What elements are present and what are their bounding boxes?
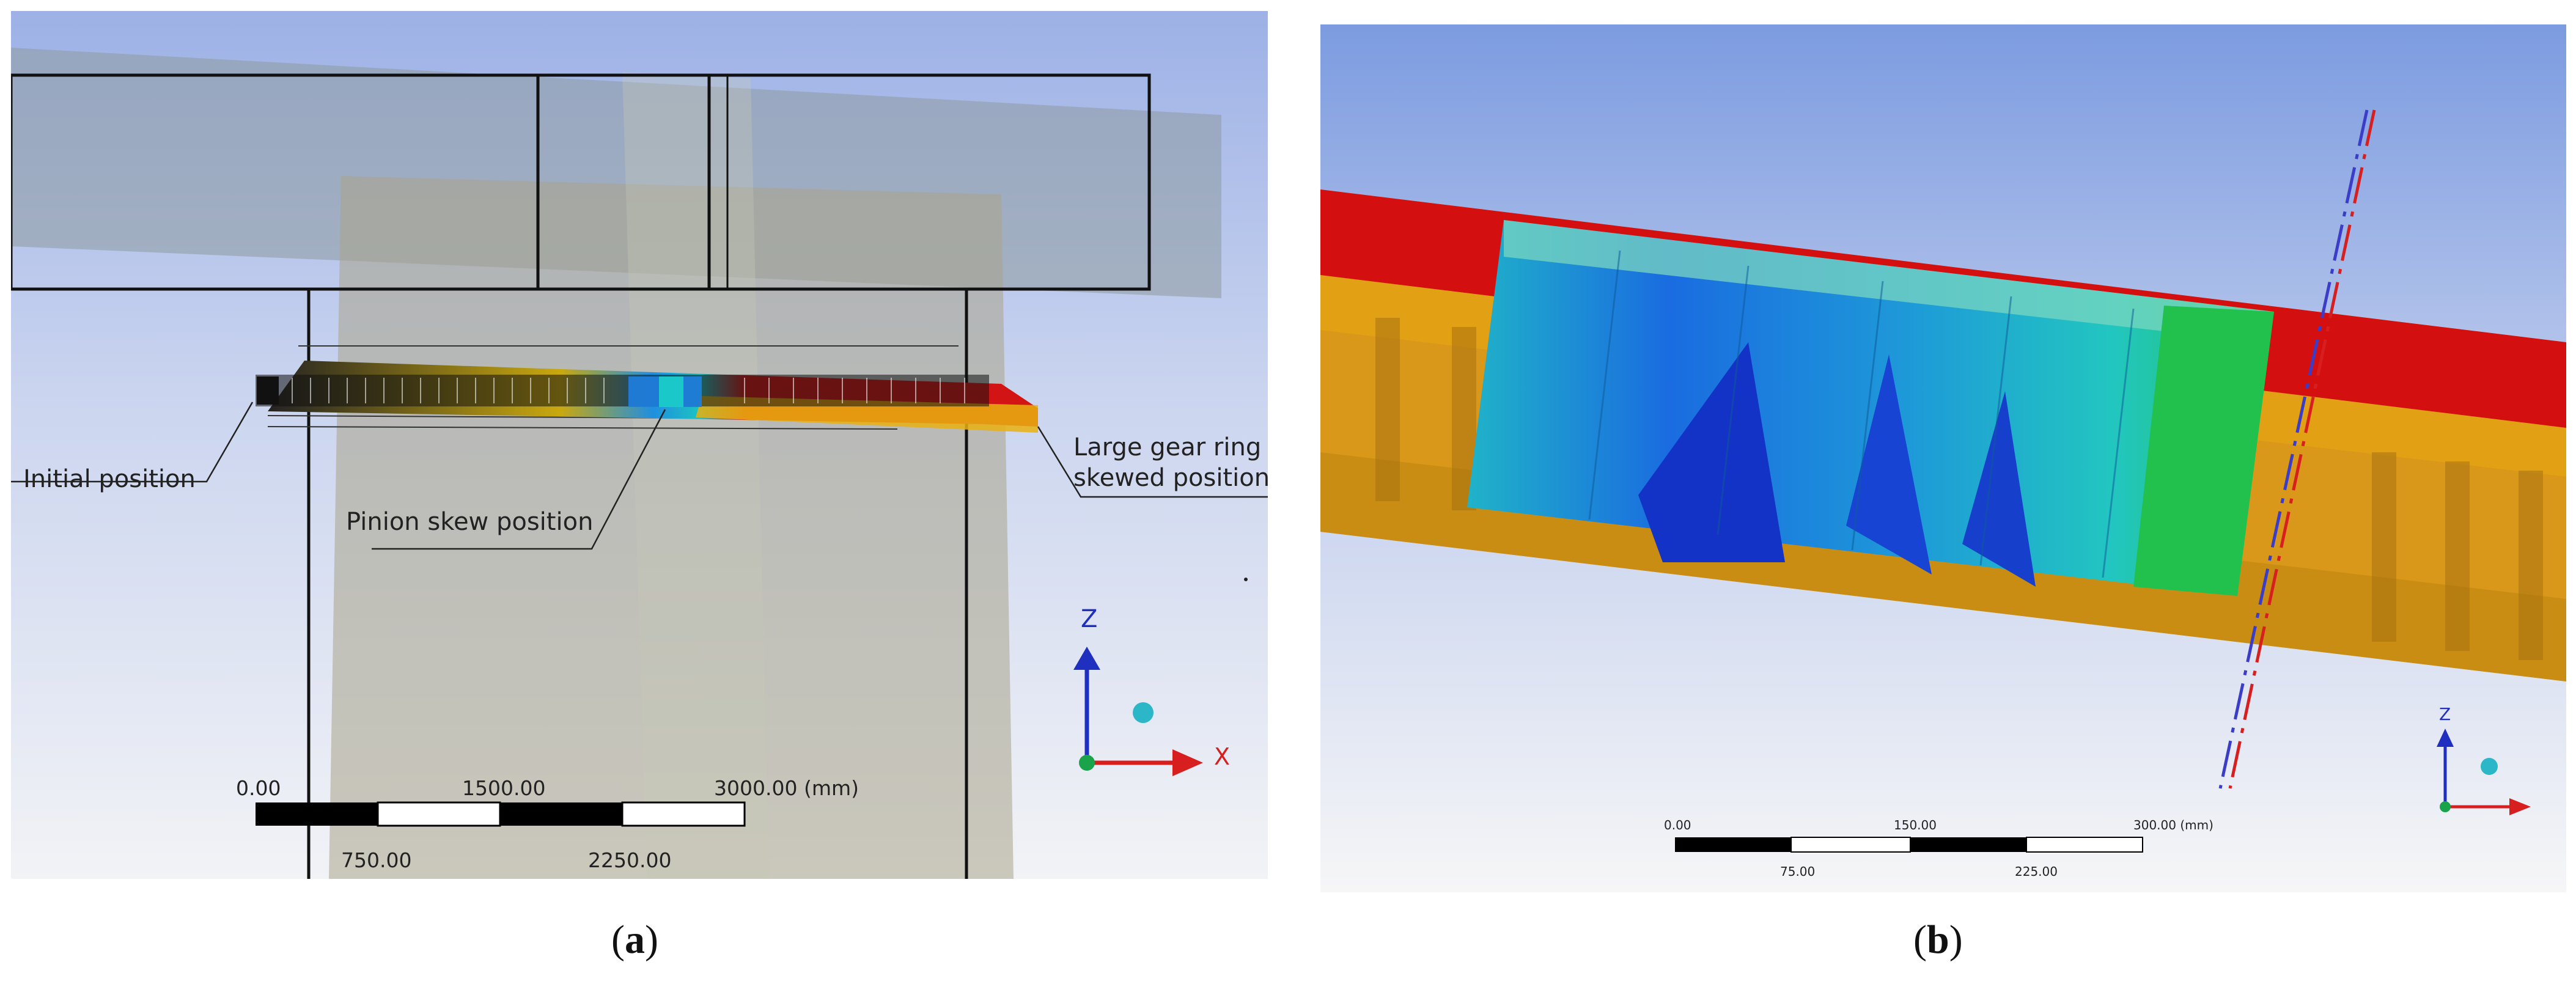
scale-label-225: 225.00: [2015, 864, 2058, 879]
scale-label-1500: 1500.00: [462, 776, 546, 800]
callout-leader-initial: [11, 402, 254, 483]
initial-beam-outline: [11, 73, 1151, 291]
scale-bar-b: [1675, 837, 2143, 853]
skewed-support: [329, 176, 1014, 879]
gear-ring-strip: [256, 345, 1038, 433]
coordinate-triad-a: [1073, 578, 1248, 776]
caption-b: (b): [1913, 917, 1963, 962]
triad-x-label: X: [1214, 743, 1231, 770]
scale-label-2250: 2250.00: [588, 848, 672, 872]
model-view-a: [11, 11, 1268, 879]
callout-leader-ring: [1037, 426, 1268, 498]
axis-line-red: [2228, 109, 2376, 789]
scale-label-0: 0.00: [1664, 818, 1691, 832]
scale-label-300: 300.00 (mm): [2133, 818, 2214, 832]
viewport-panel-b[interactable]: 0.00 150.00 300.00 (mm) 75.00 225.00 Z: [1320, 24, 2566, 892]
triad-z-label: Z: [1081, 605, 1098, 633]
triad-z-label: Z: [2439, 704, 2451, 724]
scale-label-0: 0.00: [236, 776, 281, 800]
callout-initial-position: Initial position: [23, 465, 196, 493]
callout-leader-pinion: [372, 409, 666, 550]
scale-label-150: 150.00: [1894, 818, 1937, 832]
coordinate-triad-b: [2437, 729, 2531, 815]
pinion-gear: [1467, 220, 2274, 596]
scale-label-75: 75.00: [1780, 864, 1816, 879]
callout-gear-ring-line1: Large gear ring: [1073, 433, 1262, 461]
model-view-b: [1320, 24, 2566, 892]
scale-label-750: 750.00: [341, 848, 412, 872]
callout-gear-ring-line2: skewed position: [1073, 464, 1268, 492]
scale-bar-a: [256, 801, 746, 827]
viewport-panel-a[interactable]: Initial position Pinion skew position La…: [11, 11, 1268, 879]
callout-pinion-skew-position: Pinion skew position: [346, 508, 594, 536]
scale-label-3000: 3000.00 (mm): [714, 776, 859, 800]
support-shade: [622, 72, 769, 879]
caption-a: (a): [611, 917, 658, 962]
